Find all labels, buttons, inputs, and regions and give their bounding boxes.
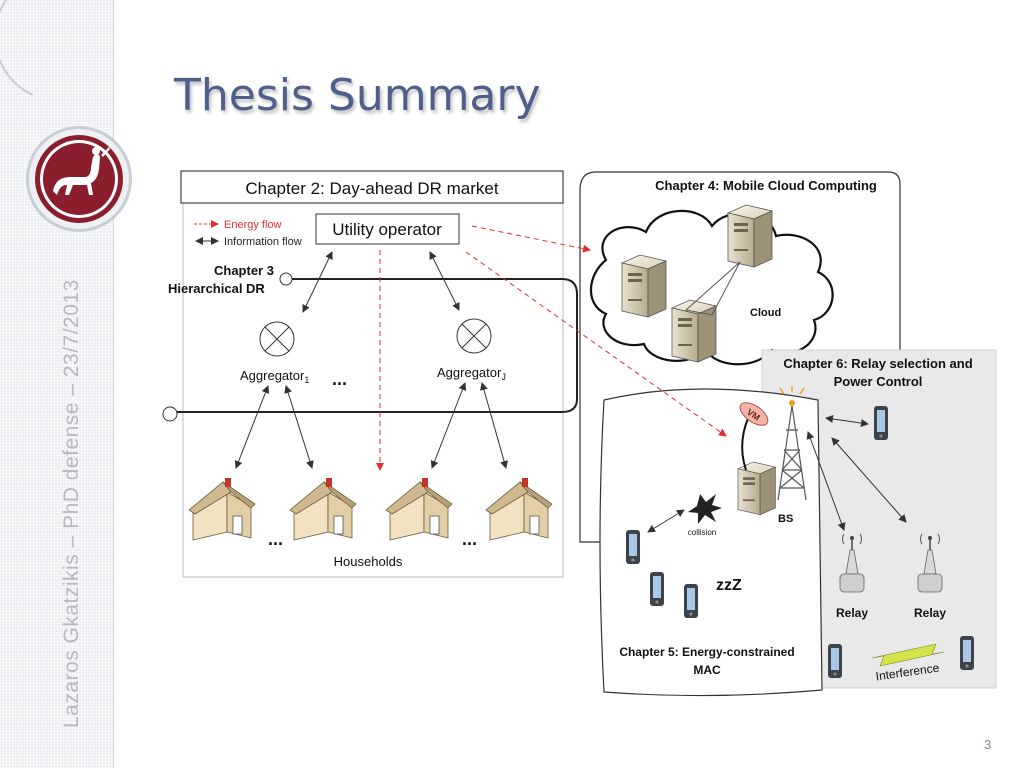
- page-number: 3: [984, 737, 992, 752]
- ch5-line2: MAC: [693, 663, 721, 677]
- ch2-title: Chapter 2: Day-ahead DR market: [245, 179, 499, 198]
- cloud-server-left-icon: [621, 254, 667, 318]
- bs-tower-icon: [777, 386, 807, 501]
- bs-relay2-arrow: [831, 437, 907, 523]
- loop-node-bottom: [162, 406, 178, 422]
- sleep-zzz-label: zzZ: [716, 577, 742, 594]
- relay-1-label: Relay: [836, 606, 868, 620]
- ch2-title-box: [180, 170, 564, 204]
- collision-icon: [688, 494, 722, 524]
- info-arrow-agg1-h2: [284, 385, 314, 469]
- utility-operator-box: [315, 213, 460, 245]
- university-seal-icon: [35, 135, 123, 223]
- energy-arrow-to-cloud: [471, 225, 591, 253]
- bs-phone-arrow: [825, 415, 869, 427]
- cloud-server-top-icon: [727, 204, 773, 268]
- ch4-title: Chapter 4: Mobile Cloud Computing: [655, 178, 877, 193]
- collision-arrow: [647, 509, 685, 533]
- aggregator-1-label: Aggregator1: [240, 368, 309, 385]
- aggregator-j-label: AggregatorJ: [437, 365, 506, 382]
- households-label: Households: [334, 554, 403, 569]
- energy-arrow-to-bs: [465, 251, 727, 437]
- bs-label: BS: [778, 513, 793, 525]
- cloud-server-center-icon: [671, 299, 717, 363]
- collision-label: collision: [688, 528, 716, 537]
- info-arrow-op-aggj: [429, 251, 460, 311]
- cloud-links: [684, 261, 741, 316]
- ch3-line2: Hierarchical DR: [168, 281, 265, 296]
- phone-icon-3: [684, 584, 698, 618]
- ch3-line1: Chapter 3: [214, 263, 274, 278]
- aggregator-1-icon: [259, 321, 295, 357]
- legend-energy-label: Energy flow: [224, 219, 282, 231]
- houses-ellipsis-right: ...: [462, 529, 477, 549]
- ch6-line2: Power Control: [834, 374, 923, 389]
- loop-node-top: [279, 272, 293, 286]
- phone-icon-4: [874, 406, 888, 440]
- aggregator-j-icon: [456, 318, 492, 354]
- phone-icon-5: [828, 644, 842, 678]
- vm-badge: VM: [739, 402, 769, 426]
- info-arrow-aggj-h4: [480, 382, 508, 469]
- ch5-line1: Chapter 5: Energy-constrained: [619, 645, 794, 659]
- info-arrow-agg1-h1: [234, 385, 270, 469]
- info-arrow-op-agg1: [302, 251, 333, 313]
- legend-info-label: Information flow: [224, 236, 302, 248]
- aggregator-ellipsis: ...: [332, 369, 347, 389]
- info-arrow-aggj-h3: [430, 382, 467, 469]
- phone-icon-2: [650, 572, 664, 606]
- houses-ellipsis-left: ...: [268, 529, 283, 549]
- phone-icon-1: [626, 530, 640, 564]
- bs-server-icon: [737, 461, 776, 516]
- slide-title: Thesis Summary: [174, 70, 541, 121]
- phone-icon-6: [960, 636, 974, 670]
- ch6-line1: Chapter 6: Relay selection and: [783, 356, 972, 371]
- utility-operator-label: Utility operator: [332, 220, 442, 239]
- hierarchical-loop: [176, 278, 578, 413]
- interference-icon: [871, 643, 945, 667]
- cloud-label: Cloud: [750, 307, 781, 319]
- relay-2-label: Relay: [914, 606, 946, 620]
